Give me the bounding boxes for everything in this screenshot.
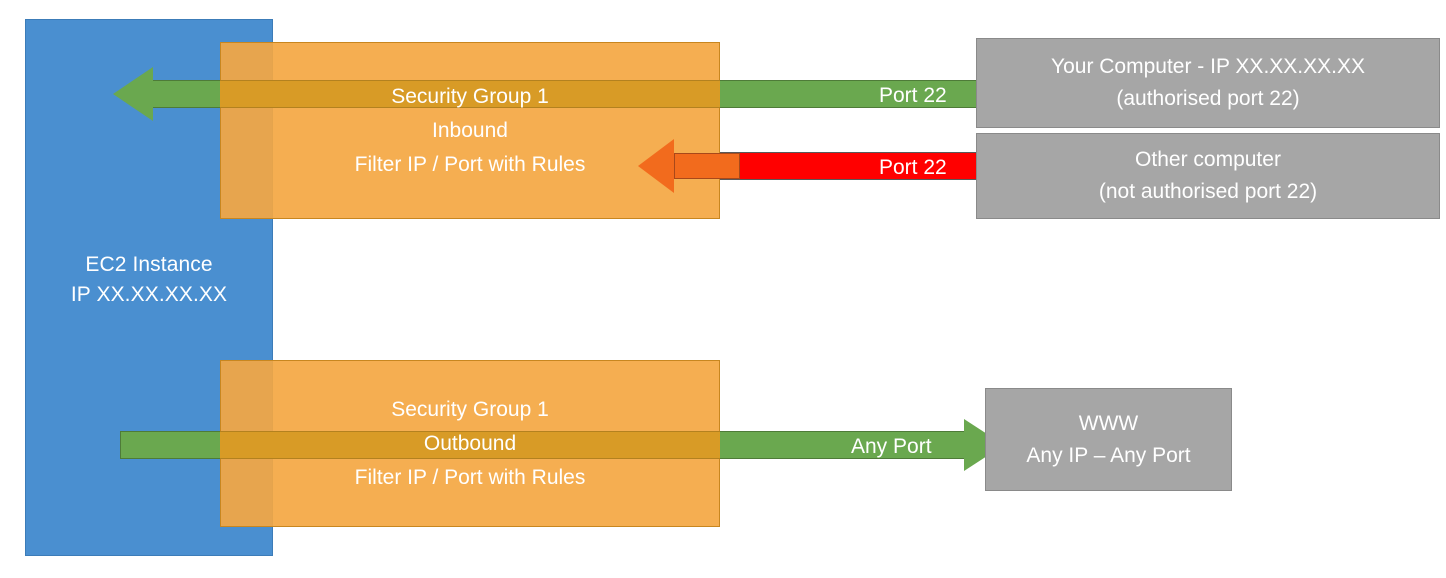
endpoint-your-computer-box: Your Computer - IP XX.XX.XX.XX (authoris… (976, 38, 1440, 128)
allowed-inbound-port-label: Port 22 (879, 84, 947, 107)
endpoint-other-computer-box: Other computer (not authorised port 22) (976, 133, 1440, 219)
your-computer-line1: Your Computer - IP XX.XX.XX.XX (1051, 55, 1365, 78)
ec2-instance-ip: IP XX.XX.XX.XX (70, 283, 228, 306)
blocked-inbound-connector (720, 152, 980, 180)
sg-inbound-title: Security Group 1 (391, 84, 549, 108)
sg-inbound-direction: Inbound (432, 118, 508, 142)
www-line1: WWW (1078, 411, 1139, 435)
sg-outbound-direction: Outbound (423, 431, 517, 455)
ec2-instance-name: EC2 Instance (85, 253, 213, 276)
blocked-inbound-port-label: Port 22 (879, 156, 947, 179)
endpoint-www-box: WWW Any IP – Any Port (985, 388, 1232, 491)
your-computer-line2: (authorised port 22) (1116, 87, 1300, 110)
other-computer-line2: (not authorised port 22) (1098, 180, 1318, 203)
sg-outbound-rules: Filter IP / Port with Rules (354, 465, 586, 489)
sg-outbound-title: Security Group 1 (391, 397, 549, 421)
outbound-connector-overlap (220, 431, 720, 459)
allowed-inbound-arrowhead-icon (113, 67, 153, 121)
ec2-instance-label: EC2 Instance IP XX.XX.XX.XX (25, 250, 273, 310)
inbound-filter-arrow-icon (638, 139, 740, 193)
sg-inbound-rules: Filter IP / Port with Rules (354, 152, 586, 176)
outbound-port-label: Any Port (851, 435, 932, 458)
www-line2: Any IP – Any Port (1026, 443, 1191, 467)
other-computer-line1: Other computer (1135, 148, 1281, 171)
allowed-inbound-connector-overlap (220, 80, 720, 108)
security-group-inbound-box: Security Group 1 Inbound Filter IP / Por… (220, 42, 720, 219)
